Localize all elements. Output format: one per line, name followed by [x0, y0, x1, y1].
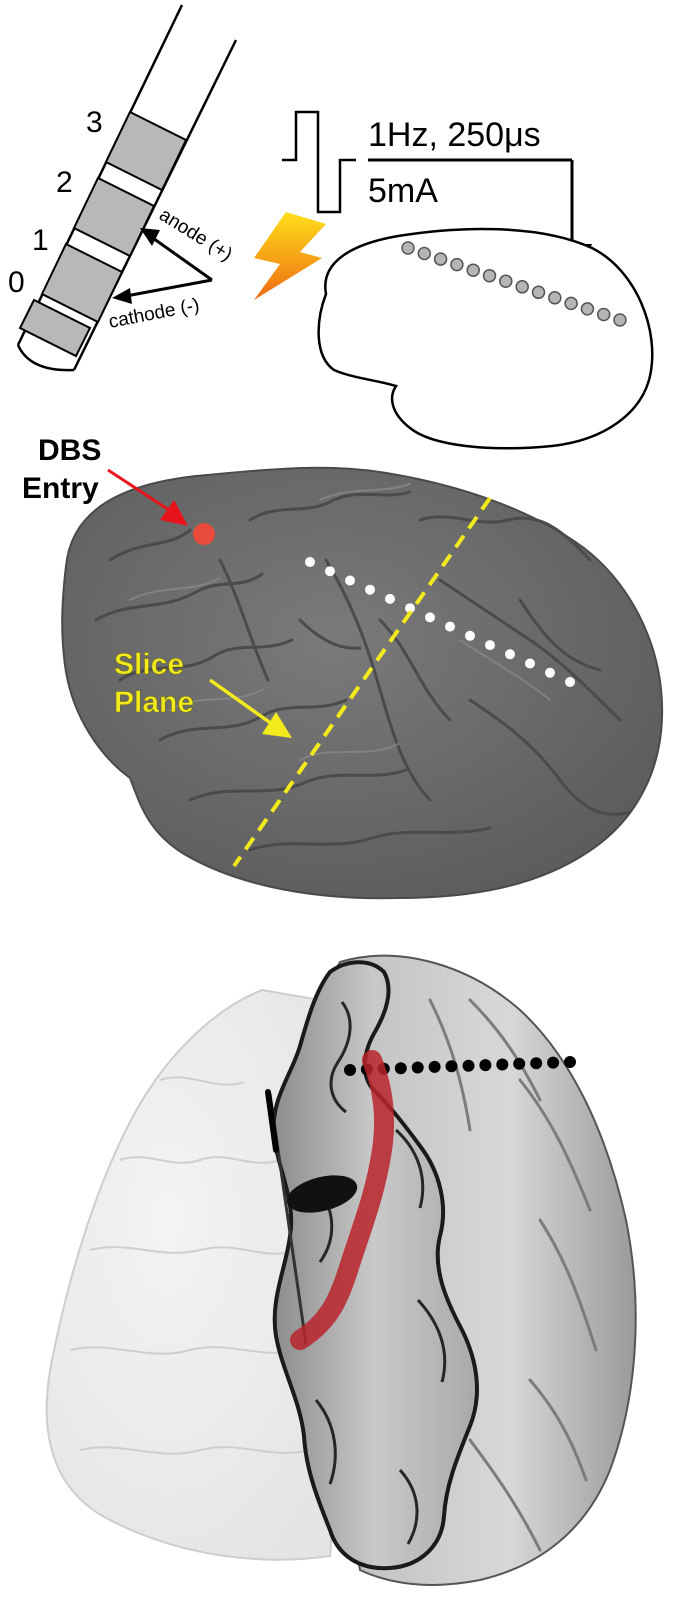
cortex-electrode-dot [325, 566, 335, 577]
electrode-contact-0 [18, 298, 92, 358]
cortex-electrode-dot [525, 658, 535, 669]
slice-electrode-dot [496, 1058, 509, 1071]
contact-label-2: 2 [56, 166, 73, 199]
grid-electrode-dot [564, 296, 578, 311]
cortex-electrode-dot [545, 667, 555, 678]
polarity-arrows [112, 228, 213, 304]
contact-label-0: 0 [8, 266, 25, 299]
cortex-electrode-dot [445, 621, 455, 632]
slice-plane-label-line2: Plane [114, 686, 194, 719]
electrode-contact-2 [72, 176, 156, 258]
dbs-entry-marker [193, 523, 215, 545]
cortex-electrode-dot [345, 575, 355, 586]
grid-electrode-dot [515, 280, 529, 294]
grid-electrode-dot [548, 291, 562, 305]
slice-electrode-dot [462, 1059, 475, 1072]
slice-electrode-dot [411, 1061, 424, 1074]
biphasic-pulse-waveform [282, 110, 356, 214]
slice-plane-arrow [208, 678, 292, 738]
electrode-schematic: 3 2 1 0 anode (+) cathode (-) [8, 4, 238, 372]
cortex-electrode-dot [505, 649, 515, 660]
stim-params-frequency: 1Hz, 250μs [368, 116, 541, 154]
electrode-grid-cortex [305, 557, 575, 687]
anode-arrowhead [140, 228, 160, 246]
grid-electrode-dot [450, 257, 464, 272]
slice-electrode-dot [547, 1056, 560, 1069]
slice-electrode-dot [479, 1059, 492, 1072]
slice-electrode-dot [428, 1060, 441, 1073]
grid-electrode-dot [613, 313, 627, 327]
transparent-hemisphere-folds [69, 1076, 311, 1455]
slice-plane-line [232, 496, 492, 868]
grid-electrode-dot [499, 274, 513, 288]
cortex-electrode-dot [405, 603, 415, 614]
electrode-tip [16, 344, 75, 372]
dbs-lead-tip [265, 1089, 279, 1153]
stim-params-amplitude: 5mA [368, 172, 438, 210]
cortex-sulci [94, 490, 632, 852]
slice-electrode-dot [530, 1057, 543, 1070]
slice-plane-arrowhead [262, 712, 292, 738]
anode-label: anode (+) [155, 204, 236, 265]
grid-electrode-dot [596, 307, 611, 322]
slice-electrode-dot [513, 1057, 526, 1070]
dbs-entry-label-line1: DBS [38, 434, 101, 467]
cortex-gyri-highlights [129, 483, 551, 761]
cortex-electrode-dot [465, 630, 475, 641]
cortex-electrode-dot [385, 593, 395, 604]
brain-outline-schematic [317, 227, 654, 450]
grid-electrode-dot [417, 246, 432, 261]
slice-electrode-dot [344, 1064, 356, 1076]
cortex-electrode-dot [565, 677, 575, 687]
grid-electrode-dot [580, 302, 595, 316]
stimulation-bolt-icon [254, 212, 326, 300]
slice-electrode-dot [445, 1060, 458, 1073]
dbs-entry-label-line2: Entry [22, 472, 99, 505]
slice-plane-label-line1: Slice [114, 648, 184, 681]
slice-electrode-dot [394, 1062, 407, 1075]
contact-label-1: 1 [32, 224, 49, 257]
cortex-electrode-dot [305, 557, 315, 567]
grid-electrode-dot [433, 252, 448, 266]
electrode-grid-schematic [401, 241, 627, 327]
contact-label-3: 3 [86, 106, 103, 139]
slice-dark-region [286, 1175, 358, 1213]
cortex-electrode-dot [425, 612, 435, 623]
cathode-arrowhead [112, 288, 132, 304]
dbs-entry-arrow [107, 468, 188, 526]
cortex-surface [61, 466, 664, 900]
grid-electrode-dot [401, 241, 415, 255]
cortex-electrode-dot [485, 640, 495, 651]
electrode-contact-1 [40, 242, 124, 324]
slice-electrode-dot [564, 1056, 576, 1068]
dbs-entry-arrowhead [160, 500, 188, 526]
cortex-electrode-dot [365, 584, 375, 595]
grid-electrode-dot [531, 285, 546, 300]
tract-streamline [290, 1050, 395, 1350]
cortex-surface-render [61, 466, 664, 900]
grid-electrode-dot [466, 263, 480, 277]
electrode-contact-3 [104, 110, 188, 192]
grid-electrode-dot [482, 268, 497, 283]
